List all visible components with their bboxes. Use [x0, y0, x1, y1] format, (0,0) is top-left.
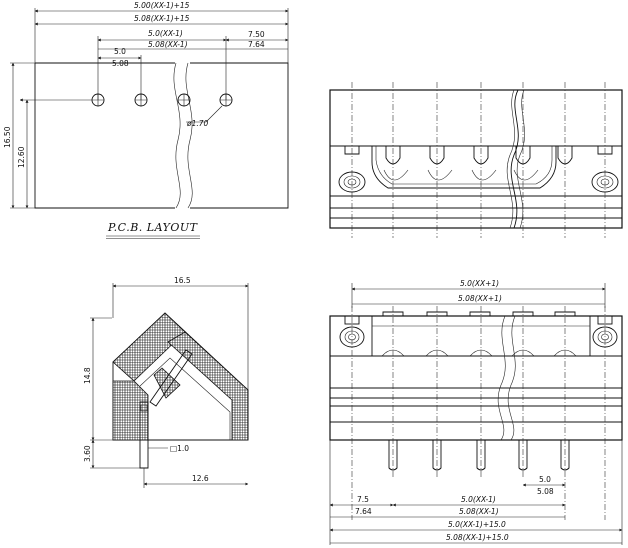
side-pin-size: □1.0 — [170, 444, 189, 453]
front-edge-1: 7.5 — [357, 495, 369, 504]
front-span-2: 5.08(XX-1) — [459, 507, 499, 516]
front-total-1: 5.0(XX-1)+15.0 — [448, 520, 506, 529]
front-span-1: 5.0(XX-1) — [461, 495, 496, 504]
front-view-slots — [381, 311, 577, 357]
pcb-dim-top-2: 5.08(XX-1)+15 — [134, 14, 190, 23]
pcb-height-inner: 12.60 — [17, 146, 26, 168]
front-total-2: 5.08(XX-1)+15.0 — [446, 533, 509, 542]
pcb-pitch-2: 5.08 — [112, 59, 129, 68]
side-height: 14.8 — [83, 367, 92, 384]
top-view-contacts — [344, 146, 613, 181]
pcb-edge-1: 7.50 — [248, 30, 265, 39]
side-width: 16.5 — [174, 276, 191, 285]
pcb-edge-2: 7.64 — [248, 40, 265, 49]
front-pitch-1: 5.0 — [539, 475, 551, 484]
front-view-screws — [339, 315, 618, 348]
front-view: 5.0(XX+1) 5.08(XX+1) — [329, 279, 623, 545]
front-edge-2: 7.64 — [355, 507, 372, 516]
front-view-pins — [388, 440, 570, 471]
pcb-holes — [91, 93, 233, 107]
pcb-hole-diameter: ø1.70 — [186, 119, 209, 128]
front-top-1: 5.0(XX+1) — [460, 279, 499, 288]
pcb-dim-mid-2: 5.08(XX-1) — [148, 40, 188, 49]
pcb-height-outer: 16.50 — [3, 126, 12, 148]
side-base-width: 12.6 — [192, 474, 209, 483]
top-view — [329, 82, 623, 238]
front-pitch-2: 5.08 — [537, 487, 554, 496]
pcb-layout-view: 5.00(XX-1)+15 5.08(XX-1)+15 5.0(XX-1) 5.… — [3, 1, 289, 239]
side-pin-length: 3.60 — [83, 445, 92, 462]
pcb-dim-top-1: 5.00(XX-1)+15 — [134, 1, 190, 10]
pcb-pitch-1: 5.0 — [114, 47, 126, 56]
front-top-2: 5.08(XX+1) — [458, 294, 502, 303]
pcb-dim-mid-1: 5.0(XX-1) — [148, 29, 183, 38]
side-view: 16.5 14.8 3.60 □1.0 12.6 — [83, 276, 249, 488]
pcb-layout-title: P.C.B. LAYOUT — [107, 221, 199, 234]
